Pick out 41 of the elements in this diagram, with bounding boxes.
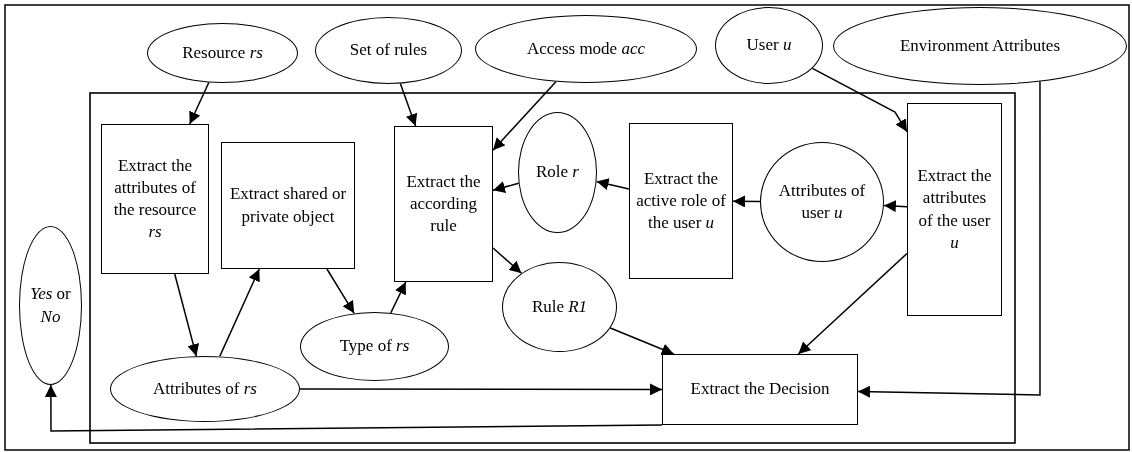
process-box bbox=[221, 142, 355, 269]
node-text: User u bbox=[746, 34, 792, 57]
arrow bbox=[219, 268, 261, 358]
node-text: Attributes of rs bbox=[153, 377, 257, 400]
node-text: Extract the attributes of the resource rs bbox=[112, 154, 198, 244]
arrow bbox=[595, 178, 630, 191]
arrow bbox=[883, 200, 908, 213]
arrow bbox=[732, 195, 761, 208]
ellipse-node bbox=[833, 7, 1127, 85]
node-text: Extract the Decision bbox=[690, 378, 830, 401]
arrow bbox=[399, 82, 418, 127]
arrow bbox=[299, 383, 663, 396]
node-text: Rule R1 bbox=[531, 295, 588, 318]
arrow bbox=[609, 327, 675, 355]
node-text: Access mode acc bbox=[527, 37, 645, 60]
process-box bbox=[394, 126, 493, 282]
node-text: Type of rs bbox=[339, 335, 410, 358]
node-text: Environment Attributes bbox=[899, 34, 1061, 57]
arrow bbox=[188, 81, 210, 125]
arrow bbox=[44, 384, 663, 432]
arrow bbox=[492, 247, 523, 274]
node-text: Extract the according rule bbox=[405, 170, 482, 238]
arrow bbox=[492, 81, 557, 151]
node-text: Extract the attributes of the user u bbox=[916, 165, 993, 254]
node-text: Attributes of user u bbox=[777, 179, 867, 224]
arrow bbox=[492, 181, 520, 193]
process-box bbox=[629, 123, 733, 279]
arrow bbox=[174, 273, 200, 357]
node-text: Set of rules bbox=[349, 39, 428, 62]
process-box bbox=[907, 103, 1002, 316]
arrow bbox=[857, 80, 1041, 398]
arrow bbox=[811, 67, 908, 133]
node-text: Role r bbox=[536, 161, 579, 184]
arrow bbox=[390, 281, 407, 314]
arrow bbox=[797, 252, 908, 355]
node-text: Extract the active role of the user u bbox=[635, 167, 727, 235]
process-box bbox=[662, 354, 858, 425]
node-text: Resource rs bbox=[182, 41, 263, 64]
node-text: Yes or No bbox=[30, 283, 71, 328]
process-box bbox=[101, 124, 209, 274]
node-text: Extract shared or private object bbox=[228, 183, 348, 228]
